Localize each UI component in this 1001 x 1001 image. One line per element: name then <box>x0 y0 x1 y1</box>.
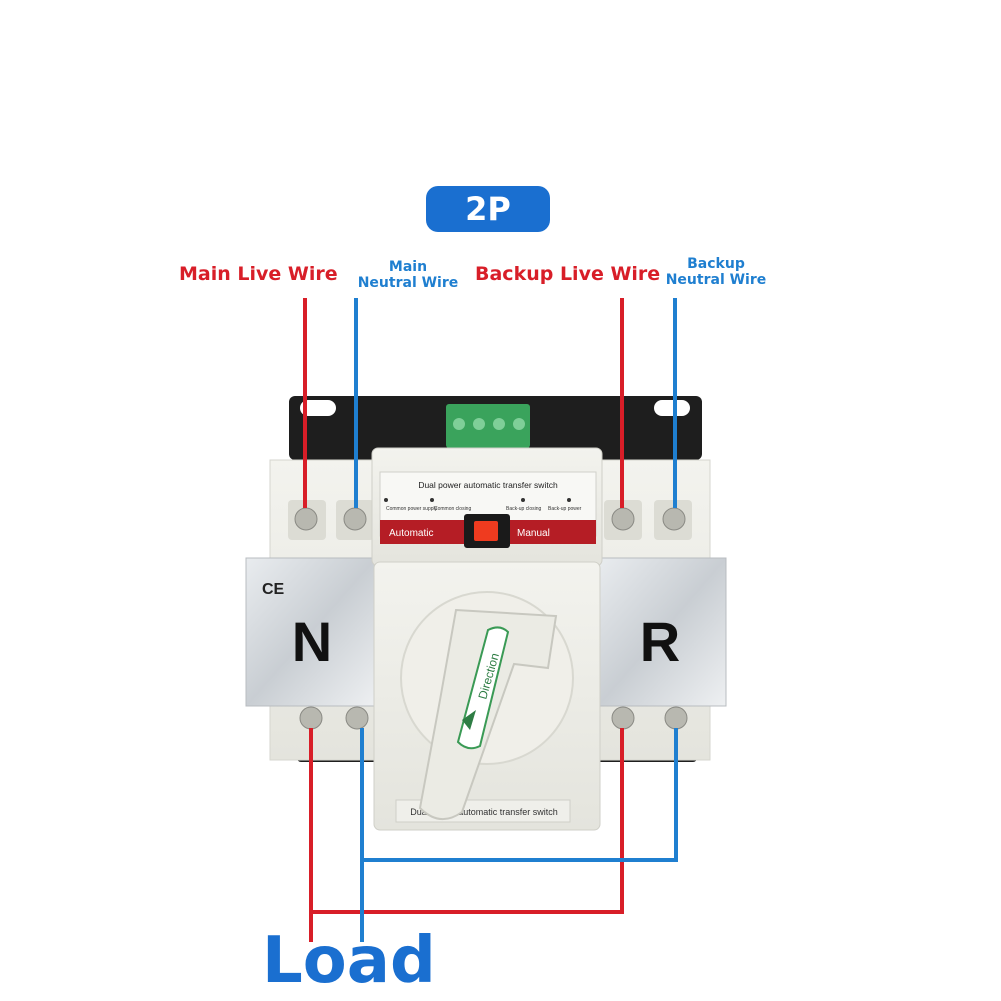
device-title: Dual power automatic transfer switch <box>418 480 558 490</box>
mode-rocker-switch[interactable] <box>464 514 510 548</box>
control-terminal-block <box>446 404 530 448</box>
main-neutral-wire-label: Main Neutral Wire <box>356 259 460 291</box>
indicator-label-3: Back-up closing <box>506 506 542 512</box>
right-metal-plate <box>597 557 727 707</box>
main-neutral-line1: Main <box>388 259 428 275</box>
left-pole-letter: N <box>292 610 332 673</box>
right-pole-letter: R <box>640 610 680 673</box>
bottom-device-label: Dual power automatic transfer switch <box>410 807 558 817</box>
main-neutral-line2: Neutral Wire <box>357 275 459 291</box>
indicator-label-4: Back-up power <box>548 506 582 512</box>
control-panel: Dual power automatic transfer switch Com… <box>371 447 603 567</box>
rotary-handle[interactable]: Direction <box>418 608 558 820</box>
load-label: Load <box>262 924 436 998</box>
mode-automatic-label: Automatic <box>389 528 433 539</box>
backup-neutral-line2: Neutral Wire <box>665 272 767 288</box>
backup-neutral-line1: Backup <box>687 256 745 272</box>
indicator-label-2: Common closing <box>434 506 471 512</box>
main-live-wire-label: Main Live Wire <box>179 263 338 285</box>
backup-live-wire-label: Backup Live Wire <box>475 263 661 285</box>
backup-neutral-wire-label: Backup Neutral Wire <box>664 256 768 288</box>
mode-manual-label: Manual <box>517 528 550 539</box>
left-metal-plate <box>245 557 377 707</box>
ce-mark: CE <box>262 581 285 598</box>
direction-arrow-icon <box>462 710 476 730</box>
main-neutral-wire <box>354 298 678 942</box>
main-live-wire <box>303 298 624 942</box>
indicator-label-1: Common power supply <box>386 506 438 512</box>
pole-count-badge: 2P <box>426 186 550 232</box>
